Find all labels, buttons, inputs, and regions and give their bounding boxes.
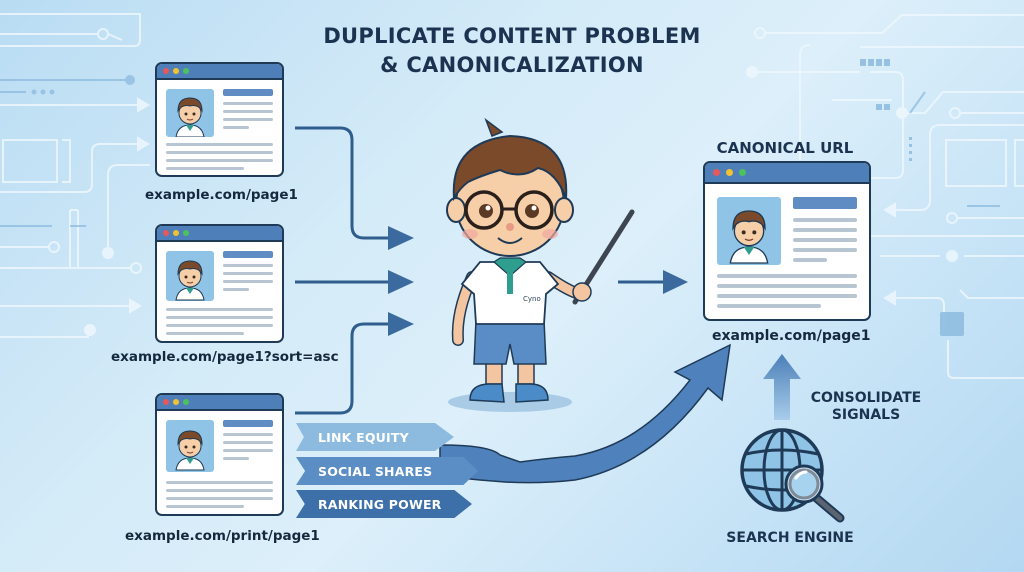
duplicate-page-3-window bbox=[155, 393, 284, 516]
canonical-heading: CANONICAL URL bbox=[716, 139, 854, 157]
title-line-2: & CANONICALIZATION bbox=[380, 53, 644, 77]
consolidate-line-2: SIGNALS bbox=[831, 407, 901, 423]
close-dot-icon bbox=[163, 399, 169, 405]
signal-ranking-power: RANKING POWER bbox=[296, 490, 472, 518]
window-titlebar bbox=[157, 226, 282, 242]
boy-avatar-icon bbox=[175, 260, 205, 301]
canonical-page-window bbox=[703, 161, 871, 321]
signal-link-equity: LINK EQUITY bbox=[296, 423, 454, 451]
avatar-thumbnail bbox=[166, 251, 214, 301]
window-titlebar bbox=[157, 395, 282, 411]
maximize-dot-icon bbox=[739, 169, 746, 176]
minimize-dot-icon bbox=[173, 68, 179, 74]
close-dot-icon bbox=[713, 169, 720, 176]
minimize-dot-icon bbox=[726, 169, 733, 176]
consolidate-line-1: CONSOLIDATE bbox=[810, 390, 922, 406]
window-titlebar bbox=[705, 163, 869, 184]
duplicate-page-1-window bbox=[155, 62, 284, 177]
signal-social-shares: SOCIAL SHARES bbox=[296, 457, 478, 485]
duplicate-url-3: example.com/print/page1 bbox=[125, 528, 320, 544]
window-titlebar bbox=[157, 64, 282, 80]
boy-avatar-icon bbox=[175, 97, 205, 137]
duplicate-url-1: example.com/page1 bbox=[145, 187, 298, 203]
boy-avatar-icon bbox=[175, 430, 205, 471]
globe-magnifier-icon bbox=[740, 428, 845, 523]
duplicate-url-2: example.com/page1?sort=asc bbox=[111, 349, 339, 365]
title-line-1: DUPLICATE CONTENT PROBLEM bbox=[323, 24, 701, 48]
search-engine-label: SEARCH ENGINE bbox=[726, 530, 854, 546]
boy-avatar-icon bbox=[729, 210, 769, 264]
shirt-logo: Cyno bbox=[523, 295, 541, 303]
mascot-boy-teacher: Cyno bbox=[446, 117, 635, 412]
canonical-url: example.com/page1 bbox=[712, 328, 871, 344]
avatar-thumbnail bbox=[717, 197, 781, 265]
duplicate-page-2-window bbox=[155, 224, 284, 343]
avatar-thumbnail bbox=[166, 89, 214, 137]
maximize-dot-icon bbox=[183, 399, 189, 405]
avatar-thumbnail bbox=[166, 420, 214, 472]
maximize-dot-icon bbox=[183, 230, 189, 236]
close-dot-icon bbox=[163, 230, 169, 236]
maximize-dot-icon bbox=[183, 68, 189, 74]
minimize-dot-icon bbox=[173, 230, 179, 236]
minimize-dot-icon bbox=[173, 399, 179, 405]
close-dot-icon bbox=[163, 68, 169, 74]
